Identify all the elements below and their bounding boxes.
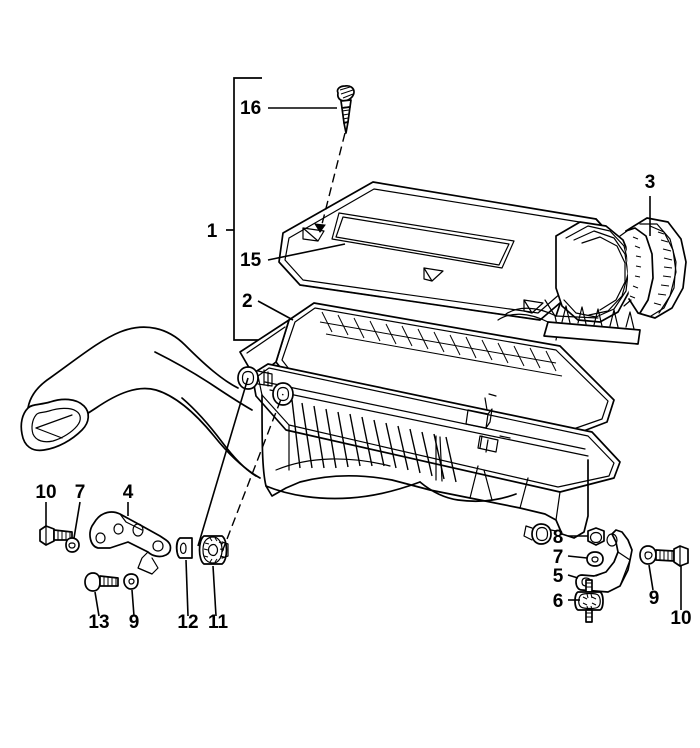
part-air-cleaner-housing-body	[237, 363, 621, 545]
callout-5: 5	[553, 566, 564, 587]
callout-3: 3	[645, 172, 656, 193]
callout-12: 12	[177, 612, 198, 633]
callout-2: 2	[242, 291, 253, 312]
part-intake-bellows-sleeve	[555, 217, 687, 323]
part-rubber-grommet	[198, 535, 229, 565]
part-washer-right	[586, 551, 604, 567]
callout-4: 4	[123, 482, 134, 503]
part-washer-small-right	[639, 545, 657, 565]
part-washer-left	[65, 537, 80, 553]
assembly-bracket-1	[226, 77, 278, 341]
part-hex-nut	[587, 527, 605, 546]
callout-13: 13	[88, 612, 109, 633]
callout-1: 1	[207, 221, 218, 242]
part-pan-head-screw	[84, 572, 119, 592]
callout-7-left: 7	[75, 482, 86, 503]
callout-7-right: 7	[553, 547, 564, 568]
callout-15: 15	[240, 250, 262, 271]
part-rubber-mount-stud	[574, 579, 604, 623]
callout-10-left: 10	[35, 482, 56, 503]
part-mounting-bracket-left	[89, 511, 172, 575]
part-hex-bolt-right	[655, 545, 689, 567]
callout-6: 6	[553, 591, 564, 612]
callout-8-right: 8	[553, 527, 564, 548]
part-washer-small-left	[123, 573, 139, 590]
callout-9-left: 9	[129, 612, 140, 633]
callout-9-right: 9	[649, 588, 660, 609]
part-spacer-sleeve	[175, 537, 193, 559]
part-air-intake-duct	[20, 326, 261, 479]
housing-boss-right	[523, 523, 557, 545]
callout-11: 11	[208, 612, 229, 633]
callout-16: 16	[240, 98, 261, 119]
callout-numbers: 1 16 15 2 3 10 7 4 13 9 12 11 8 7 5 6 9 …	[35, 98, 691, 633]
part-cover-retaining-screw	[314, 84, 355, 233]
leader-lines	[45, 107, 682, 617]
cover-serrated-edge	[497, 299, 641, 345]
callout-10-right: 10	[670, 608, 691, 629]
